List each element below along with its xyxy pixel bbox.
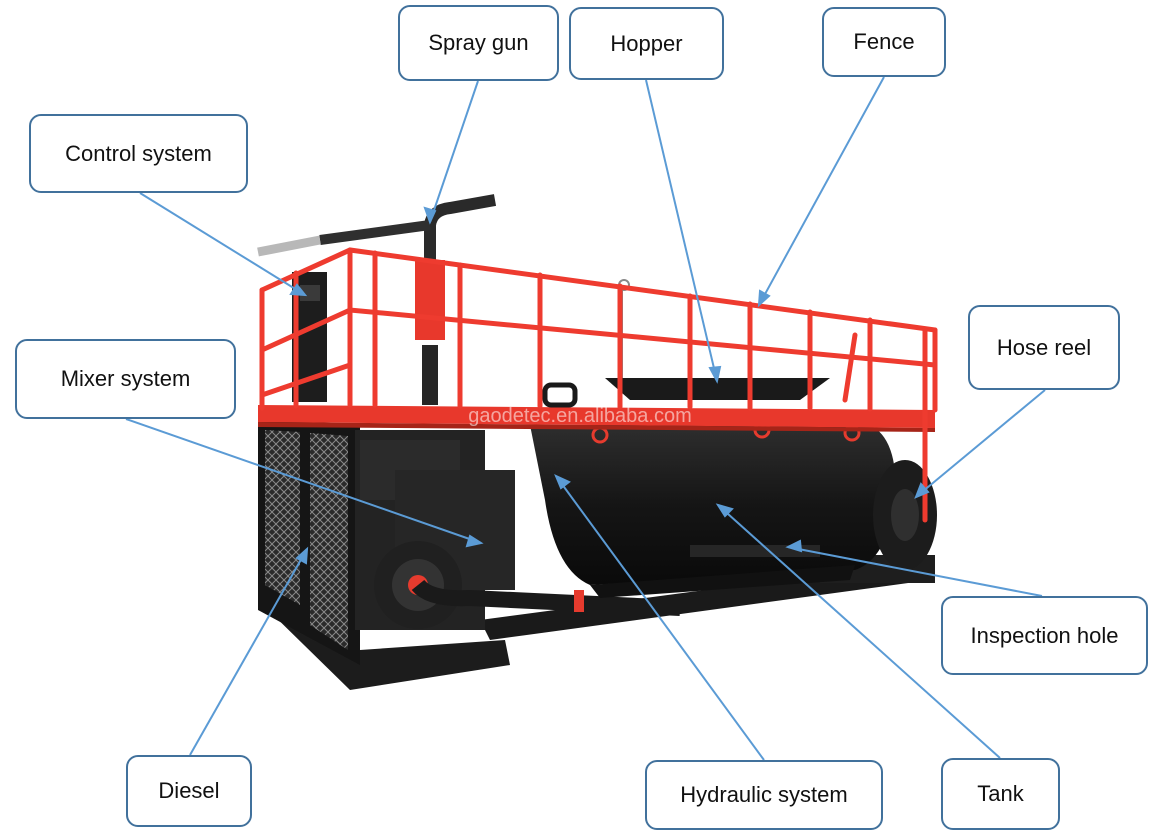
tank-body bbox=[530, 421, 896, 598]
spray-gun-assembly bbox=[257, 194, 497, 405]
arrowhead-hopper bbox=[708, 365, 722, 384]
callout-control-system: Control system bbox=[29, 114, 248, 193]
leader-mixer-system bbox=[125, 418, 482, 544]
callout-hopper: Hopper bbox=[569, 7, 724, 80]
deck-plate bbox=[258, 405, 935, 432]
arrowhead-inspection-hole bbox=[785, 539, 803, 553]
arrowhead-tank bbox=[715, 503, 734, 518]
arrowhead-mixer-system bbox=[465, 534, 484, 548]
leader-spray-gun bbox=[429, 80, 479, 223]
watermark-text: gaodetec.en.alibaba.com bbox=[468, 405, 692, 427]
leader-diesel bbox=[189, 548, 308, 756]
callout-mixer-system: Mixer system bbox=[15, 339, 236, 419]
leader-hose-reel bbox=[915, 389, 1046, 498]
leader-lines bbox=[125, 76, 1046, 761]
discharge-pipe bbox=[411, 579, 681, 616]
leader-inspection-hole bbox=[787, 546, 1043, 597]
callout-fence: Fence bbox=[822, 7, 946, 77]
leader-hopper bbox=[645, 79, 718, 382]
leader-fence bbox=[758, 76, 885, 306]
leader-hydraulic-system bbox=[555, 475, 765, 761]
arrowhead-diesel bbox=[295, 546, 309, 565]
callout-tank: Tank bbox=[941, 758, 1060, 830]
arrowhead-fence bbox=[757, 289, 771, 308]
leader-tank bbox=[717, 504, 1001, 759]
leader-control-system bbox=[139, 192, 306, 296]
callout-inspection-hole: Inspection hole bbox=[941, 596, 1148, 675]
arrowhead-control-system bbox=[289, 283, 308, 297]
arrowhead-hose-reel bbox=[914, 482, 930, 499]
callout-diesel: Diesel bbox=[126, 755, 252, 827]
arrowhead-hydraulic-system bbox=[554, 474, 571, 490]
callout-hose-reel: Hose reel bbox=[968, 305, 1120, 390]
callout-hydraulic-system: Hydraulic system bbox=[645, 760, 883, 830]
arrowhead-spray-gun bbox=[423, 206, 437, 225]
callout-spray-gun: Spray gun bbox=[398, 5, 559, 81]
